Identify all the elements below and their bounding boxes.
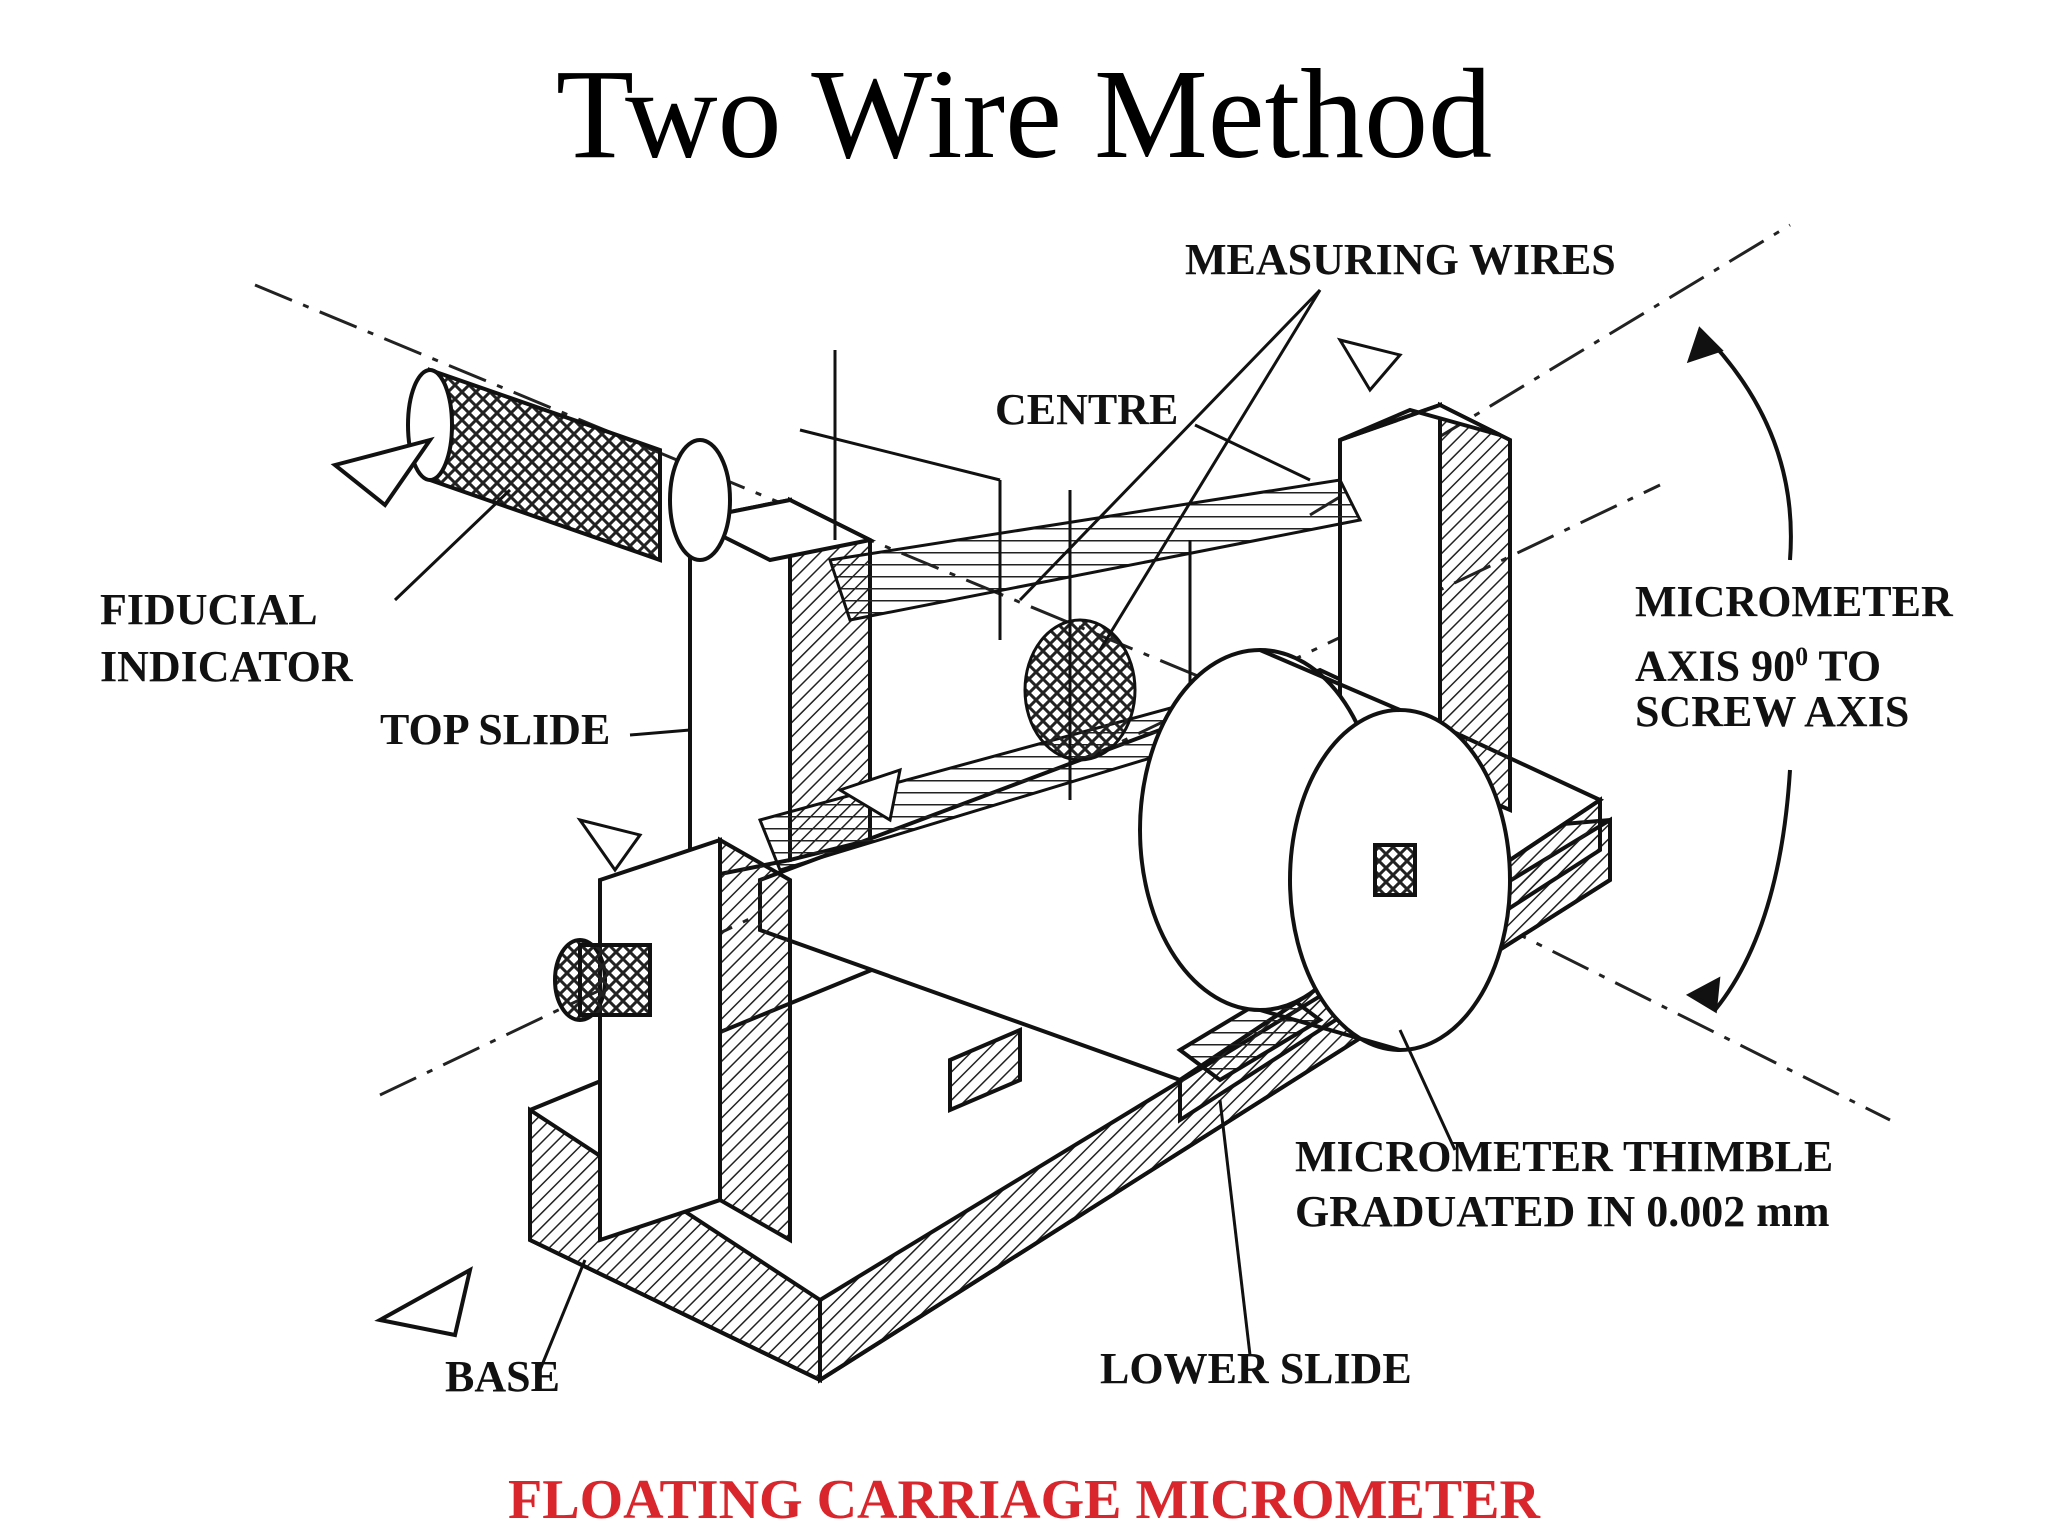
label-measuring-wires: MEASURING WIRES — [1185, 235, 1616, 284]
centre-cones — [576, 337, 1403, 873]
front-upright — [598, 836, 792, 1244]
label-thimble-line1: MICROMETER THIMBLE — [1295, 1132, 1834, 1181]
label-lower-slide: LOWER SLIDE — [1100, 1344, 1412, 1393]
label-base: BASE — [445, 1352, 560, 1401]
degree-superscript: 0 — [1795, 642, 1809, 671]
axis-text: AXIS 90 — [1635, 641, 1796, 691]
label-fiducial-line1: FIDUCIAL — [100, 585, 318, 634]
fiducial-indicator — [406, 367, 732, 563]
direction-arrows — [330, 436, 473, 1338]
label-micrometer-axis-line2: AXIS 900 TO — [1635, 630, 1881, 694]
label-centre: CENTRE — [995, 385, 1179, 434]
label-micrometer-axis-line3: SCREW AXIS — [1635, 687, 1910, 736]
figure-caption: FLOATING CARRIAGE MICROMETER — [508, 1469, 1540, 1531]
angle-arc — [1685, 326, 1793, 1014]
label-fiducial-line2: INDICATOR — [100, 642, 353, 691]
label-top-slide: TOP SLIDE — [380, 705, 611, 754]
label-micrometer-axis-line1: MICROMETER — [1635, 577, 1953, 626]
micrometer-thimble — [1138, 648, 1512, 1052]
label-thimble-line2: GRADUATED IN 0.002 mm — [1295, 1187, 1830, 1236]
base-knob — [553, 938, 652, 1022]
axis-to-text: TO — [1808, 641, 1882, 691]
slide-title: Two Wire Method — [555, 43, 1493, 185]
leader-lines — [393, 288, 1457, 1371]
